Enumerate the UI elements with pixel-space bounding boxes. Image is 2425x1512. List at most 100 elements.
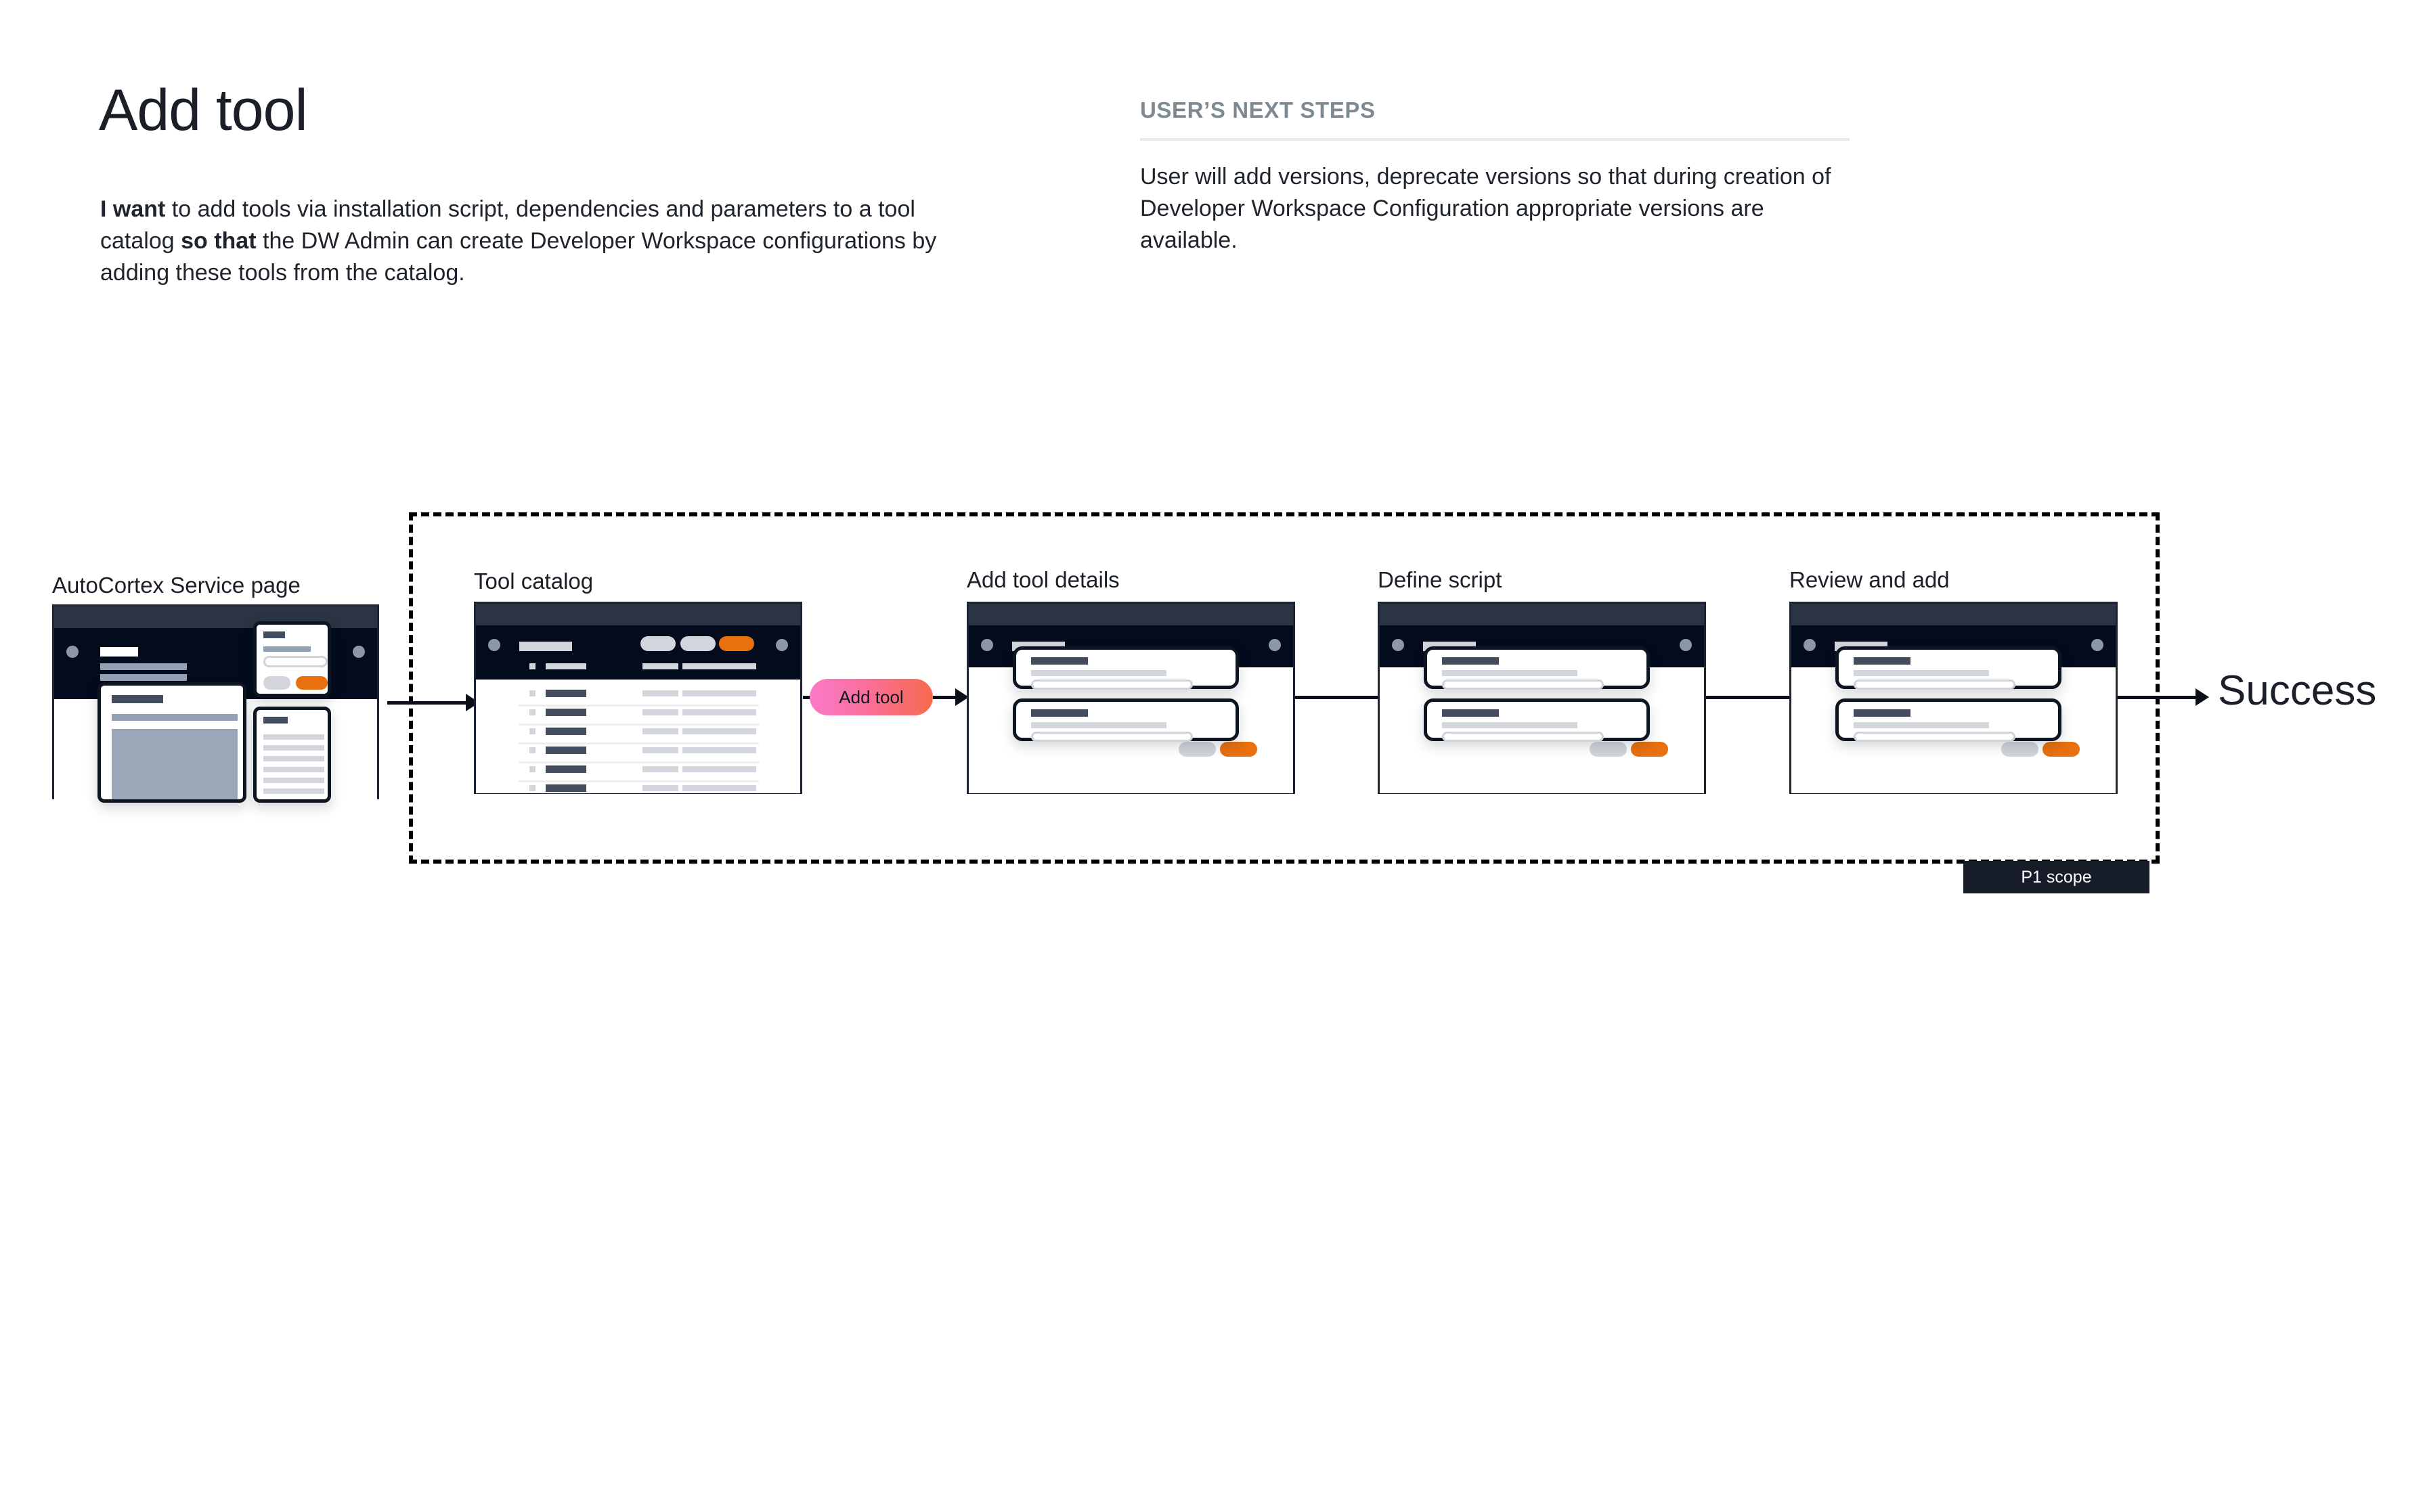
- content-panel-image-placeholder: [112, 729, 238, 799]
- form-section-input[interactable]: [1442, 680, 1604, 690]
- catalog-action-button-secondary-2[interactable]: [680, 636, 716, 651]
- form-next-button[interactable]: [1220, 742, 1257, 757]
- form-section-card-2[interactable]: [1013, 698, 1239, 742]
- flow-arrow-line: [1295, 696, 1380, 699]
- row-description: [682, 728, 756, 734]
- side-list-line: [263, 778, 324, 783]
- user-story-part2: the DW Admin can create Developer Worksp…: [100, 227, 937, 286]
- wireframe-tool-catalog[interactable]: [474, 602, 802, 794]
- catalog-title-placeholder: [519, 642, 572, 651]
- content-panel-card[interactable]: [97, 682, 246, 803]
- form-next-button[interactable]: [1631, 742, 1668, 757]
- form-section-card-2[interactable]: [1424, 698, 1650, 742]
- form-section-input[interactable]: [1854, 680, 2015, 690]
- form-cancel-button[interactable]: [1590, 742, 1627, 757]
- row-divider: [519, 724, 759, 726]
- wireframe-topbar: [476, 604, 800, 625]
- window-dot-right-icon: [2091, 639, 2103, 651]
- row-description: [682, 785, 756, 791]
- column-header-description: [682, 663, 756, 669]
- row-description: [682, 766, 756, 772]
- form-section-label: [1031, 722, 1166, 728]
- flow-arrow-line: [387, 701, 466, 705]
- wireframe-topbar: [969, 604, 1293, 625]
- user-story-emphasis: so that: [181, 227, 257, 254]
- form-section-card-2[interactable]: [1835, 698, 2061, 742]
- row-name: [546, 728, 586, 735]
- row-description: [682, 690, 756, 696]
- side-list-card[interactable]: [253, 707, 331, 803]
- wireframe-topbar: [1791, 604, 2116, 625]
- wireframe-review-and-add[interactable]: [1789, 602, 2118, 794]
- form-section-label: [1854, 670, 1989, 676]
- step-label-autocortex-service-page: AutoCortex Service page: [52, 573, 301, 598]
- form-section-label: [1442, 670, 1577, 676]
- user-story-text: I want to add tools via installation scr…: [100, 194, 940, 289]
- form-section-input[interactable]: [1442, 732, 1604, 742]
- row-checkbox-icon[interactable]: [529, 690, 536, 696]
- step-label-add-tool-details: Add tool details: [967, 567, 1120, 592]
- row-name: [546, 690, 586, 697]
- form-section-card-1[interactable]: [1424, 646, 1650, 690]
- window-dot-left-icon: [1804, 639, 1816, 651]
- wireframe-define-script[interactable]: [1378, 602, 1706, 794]
- next-steps-section: USER’S NEXT STEPS User will add versions…: [1140, 97, 1858, 257]
- column-header-type: [642, 663, 678, 669]
- side-form-input[interactable]: [263, 656, 328, 667]
- form-cancel-button[interactable]: [2001, 742, 2038, 757]
- row-divider: [519, 780, 759, 782]
- side-list-line: [263, 756, 324, 761]
- window-dot-left-icon: [981, 639, 993, 651]
- form-section-input[interactable]: [1854, 732, 2015, 742]
- form-section-input[interactable]: [1031, 680, 1193, 690]
- step-label-review-and-add: Review and add: [1789, 567, 1950, 592]
- form-section-label: [1442, 722, 1577, 728]
- side-form-submit-button[interactable]: [296, 676, 328, 690]
- row-checkbox-icon[interactable]: [529, 785, 536, 791]
- row-checkbox-icon[interactable]: [529, 728, 536, 734]
- window-dot-right-icon: [1269, 639, 1281, 651]
- step-label-define-script: Define script: [1378, 567, 1502, 592]
- p1-scope-boundary: [409, 512, 2160, 864]
- form-cancel-button[interactable]: [1179, 742, 1216, 757]
- catalog-action-button-primary[interactable]: [719, 636, 754, 651]
- window-dot-left-icon: [1392, 639, 1404, 651]
- form-section-input[interactable]: [1031, 732, 1193, 742]
- column-header-checkbox-icon: [529, 663, 536, 669]
- row-type: [642, 690, 678, 696]
- side-list-line: [263, 767, 324, 772]
- flow-arrow-head-icon: [955, 688, 969, 706]
- row-checkbox-icon[interactable]: [529, 766, 536, 772]
- header-line-2: [100, 674, 187, 681]
- transition-badge-add-tool[interactable]: Add tool: [810, 679, 933, 715]
- form-section-label: [1854, 722, 1989, 728]
- next-steps-heading: USER’S NEXT STEPS: [1140, 97, 1376, 123]
- wireframe-header: [476, 625, 800, 680]
- user-story-lead: I want: [100, 196, 166, 222]
- side-form-card[interactable]: [253, 621, 331, 697]
- wireframe-add-tool-details[interactable]: [967, 602, 1295, 794]
- terminal-state-success: Success: [2218, 667, 2377, 714]
- row-divider: [519, 742, 759, 744]
- side-form-label: [263, 646, 311, 652]
- column-header-name: [546, 663, 586, 669]
- row-checkbox-icon[interactable]: [529, 747, 536, 753]
- form-section-label: [1031, 670, 1166, 676]
- window-dot-left-icon: [66, 646, 79, 658]
- form-section-card-1[interactable]: [1013, 646, 1239, 690]
- side-list-line: [263, 734, 324, 740]
- row-name: [546, 765, 586, 773]
- side-form-heading: [263, 631, 285, 638]
- flow-arrow-line: [1706, 696, 1791, 699]
- form-add-button[interactable]: [2042, 742, 2080, 757]
- catalog-action-button-secondary-1[interactable]: [640, 636, 676, 651]
- page-title: Add tool: [99, 78, 308, 143]
- side-form-cancel-button[interactable]: [263, 676, 290, 690]
- row-checkbox-icon[interactable]: [529, 709, 536, 715]
- window-dot-left-icon: [488, 639, 500, 651]
- form-section-heading: [1031, 709, 1088, 717]
- form-section-heading: [1442, 657, 1499, 665]
- form-section-card-1[interactable]: [1835, 646, 2061, 690]
- window-dot-right-icon: [353, 646, 365, 658]
- form-section-heading: [1854, 657, 1910, 665]
